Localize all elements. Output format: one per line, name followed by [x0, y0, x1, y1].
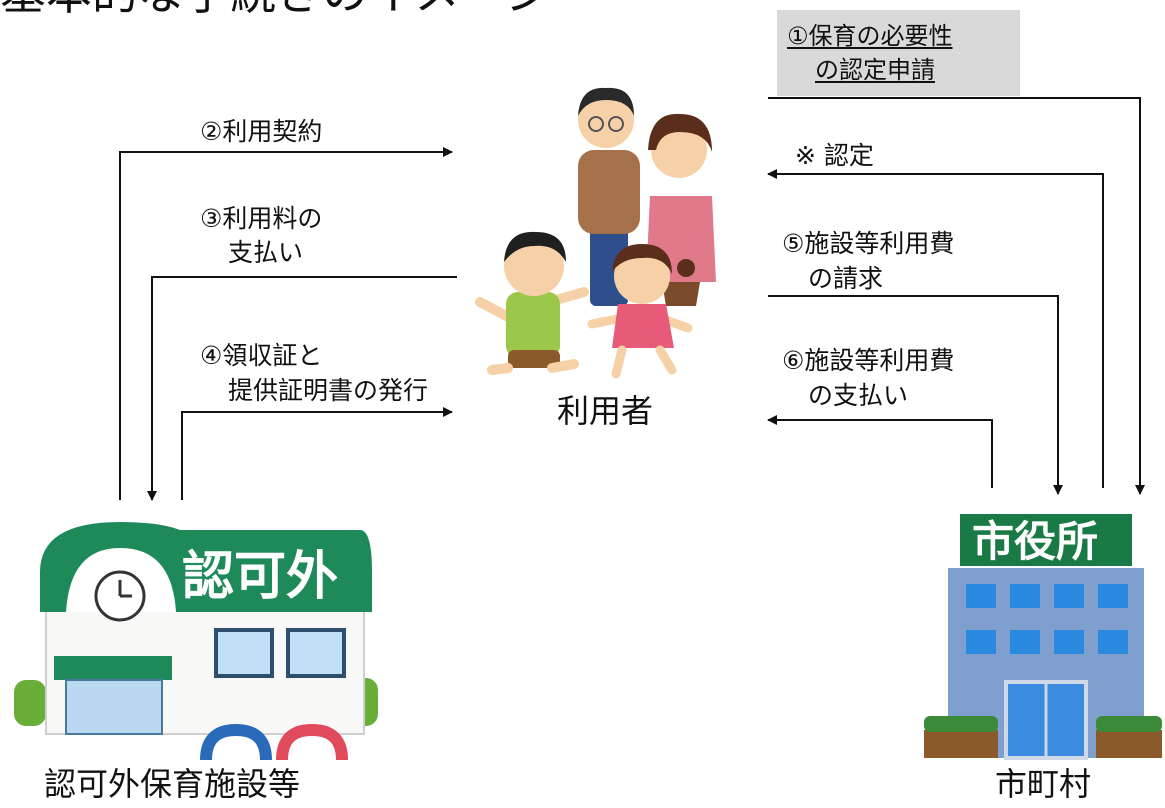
user-label: 利用者 [557, 392, 654, 430]
step1-box: ①保育の必要性 の認定申請 [777, 10, 1020, 96]
step2-label: ②利用契約 [200, 117, 323, 146]
tire-blue [200, 723, 272, 761]
boy-figure [475, 231, 589, 375]
page-title: 基本的な手続きのイメージ～ [0, 0, 597, 16]
city-hall-sign-board [960, 514, 1132, 566]
step6-label-line2: の支払い [808, 381, 909, 410]
step1-label-line1: ①保育の必要性 [787, 22, 953, 50]
facility-sign: 認可外 [182, 548, 338, 606]
certification-label: ※ 認定 [795, 141, 874, 170]
arrow-step6-payment [767, 415, 993, 488]
arrow-step5-claim [768, 295, 1063, 495]
step1-label-line2: の認定申請 [815, 56, 935, 84]
step3-label-line1: ③利用料の [200, 204, 323, 233]
arrow-step2-contract [119, 147, 453, 500]
municipality-label: 市町村 [995, 765, 1092, 803]
step4-label-line2: 提供証明書の発行 [228, 376, 429, 405]
girl-figure [587, 244, 695, 379]
step6-label-line1: ⑥施設等利用費 [782, 346, 955, 375]
arrow-step1-application [768, 97, 1145, 495]
father-figure [578, 87, 640, 306]
city-hall-building: 市役所 [924, 514, 1162, 760]
facility-label: 認可外保育施設等 [44, 765, 301, 803]
facility-building: 認可外 [14, 522, 378, 761]
arrow-step3-fee-payment [147, 276, 457, 501]
tire-red [276, 723, 348, 761]
family-illustration [475, 87, 716, 379]
city-hall-sign: 市役所 [972, 518, 1098, 565]
step4-label-line1: ④領収証と [200, 341, 323, 370]
step5-label-line1: ⑤施設等利用費 [782, 229, 955, 258]
step5-label-line2: の請求 [808, 264, 884, 293]
arrow-certification [767, 169, 1104, 488]
arrow-step4-receipt [181, 407, 453, 500]
step3-label-line2: 支払い [228, 238, 304, 267]
